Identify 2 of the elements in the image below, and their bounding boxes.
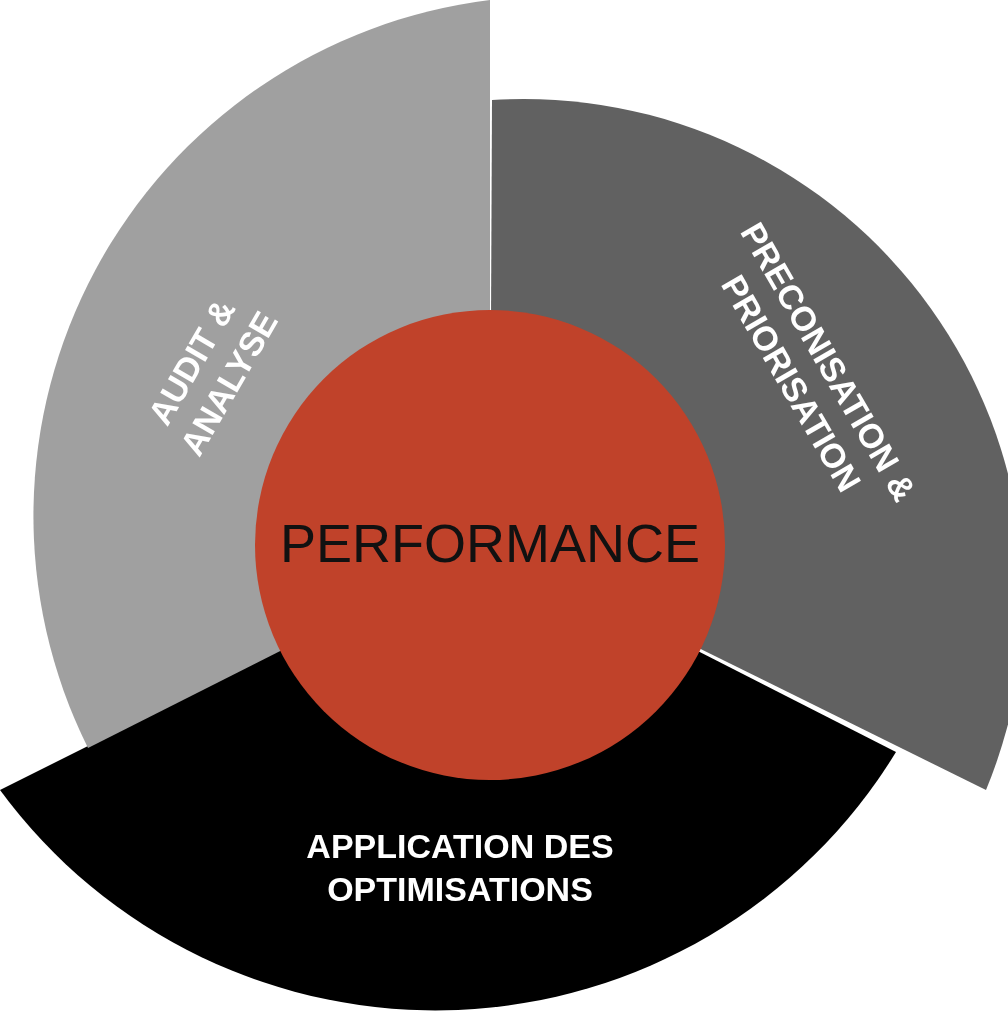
segment-label: PERFORMANCE xyxy=(279,512,701,575)
segment-label: APPLICATION DES OPTIMISATIONS xyxy=(305,826,615,910)
